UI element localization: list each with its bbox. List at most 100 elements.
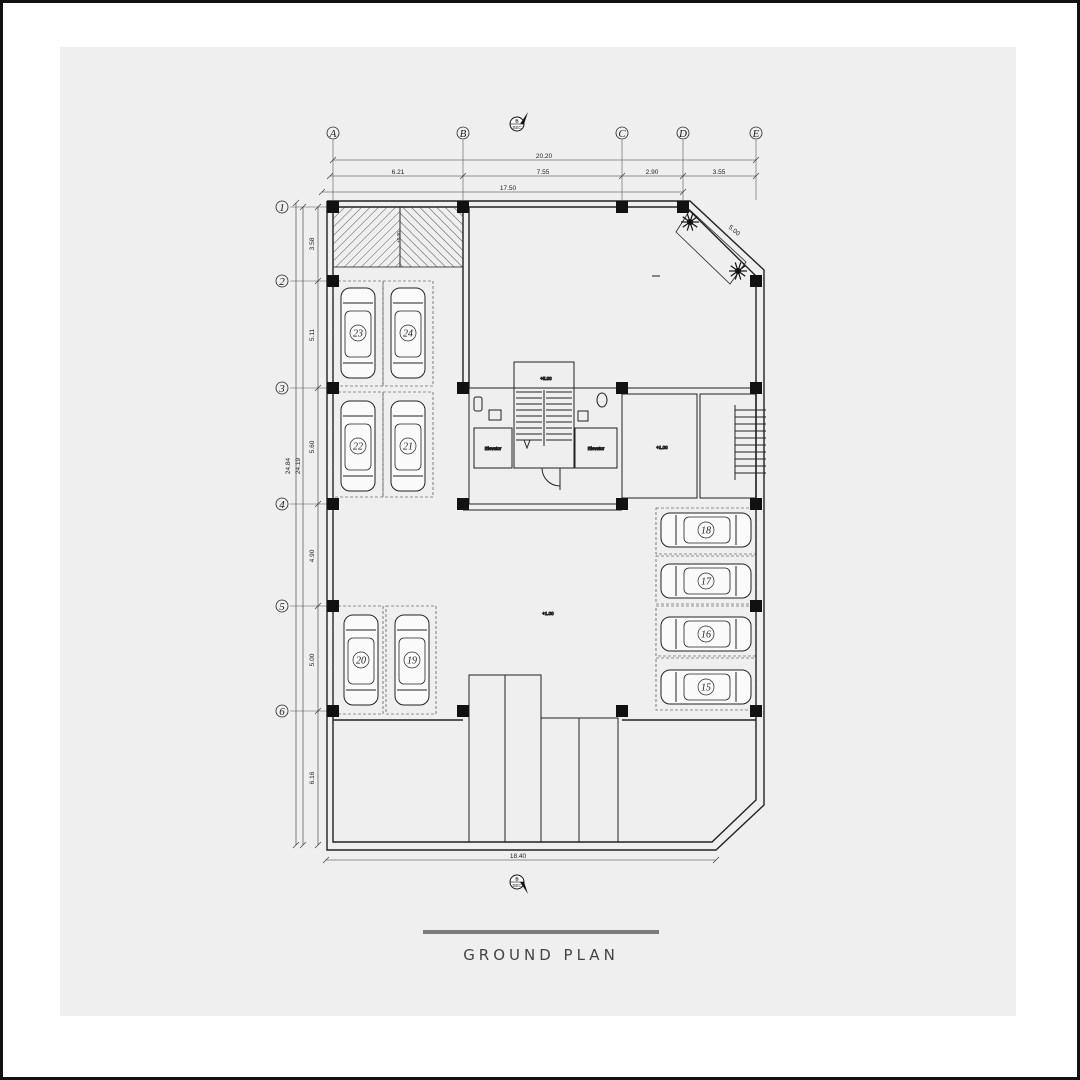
- dimension-tick: [618, 172, 626, 180]
- car-number-ring: [697, 572, 715, 590]
- parking-bay: [382, 391, 434, 498]
- sink-counter: [488, 409, 502, 421]
- level-tag: +1.00: [656, 445, 668, 450]
- dimension-tick: [314, 203, 322, 211]
- car-roof: [683, 673, 731, 701]
- toilet-icon: [577, 392, 608, 422]
- grid-bubble-row: [275, 599, 289, 613]
- hatch-block: [399, 206, 464, 268]
- level-tag: +1.00: [542, 611, 554, 616]
- parking-bay: [655, 507, 757, 555]
- structural-column: [750, 705, 762, 717]
- parking-number: 16: [701, 630, 711, 641]
- grid-bubble-col: [456, 126, 470, 140]
- plan-title: GROUND PLAN: [463, 946, 619, 964]
- dimension-left-segment: 5.60: [309, 440, 316, 453]
- car-icon: 22: [340, 400, 376, 492]
- dimension-angled: 5.00: [727, 224, 741, 238]
- parking-bay: [382, 280, 434, 387]
- car-number-ring: [697, 625, 715, 643]
- tree-center: [735, 268, 741, 274]
- structural-column: [750, 498, 762, 510]
- planter-box: [675, 209, 747, 285]
- parking-number: 23: [353, 329, 363, 340]
- car-roof: [394, 423, 422, 471]
- outer-wall: [326, 200, 765, 851]
- car-number-ring: [697, 521, 715, 539]
- structural-column: [616, 382, 628, 394]
- dimension-tick: [322, 856, 330, 864]
- parking-number: 22: [353, 442, 363, 453]
- grid-label-row: 5: [279, 601, 285, 613]
- dimension-tick: [679, 172, 687, 180]
- dimension-tick: [314, 500, 322, 508]
- dimension-lines: [292, 156, 760, 864]
- grid-bubble-row: [275, 381, 289, 395]
- structural-column: [327, 600, 339, 612]
- dimension-tick: [318, 188, 326, 196]
- sink-icon: [473, 396, 502, 421]
- grid-bubble-col: [676, 126, 690, 140]
- dimension-tick: [329, 156, 337, 164]
- car-roof: [683, 567, 731, 595]
- grid-bubble-row: [275, 497, 289, 511]
- elevator-label-right: Elevator: [588, 446, 605, 451]
- car-roof: [347, 637, 375, 685]
- dimension-tick: [752, 172, 760, 180]
- stair-well: [513, 361, 575, 469]
- grid-label-row: 1: [279, 202, 285, 214]
- marker-letter: B: [515, 119, 519, 124]
- toilet-basin: [577, 410, 589, 422]
- car-icon: 21: [390, 400, 426, 492]
- car-roof: [344, 310, 372, 358]
- grid-label-col: B: [460, 128, 467, 140]
- car-number-ring: [349, 437, 367, 455]
- grid-bubble-row: [275, 274, 289, 288]
- car-icon: 15: [660, 669, 752, 705]
- marker-arrow: [520, 882, 528, 894]
- car-roof: [394, 310, 422, 358]
- parking-number: 21: [403, 442, 413, 453]
- right-room: [621, 393, 698, 499]
- structural-column: [327, 498, 339, 510]
- parking-number: 19: [407, 656, 417, 667]
- marker-arrow: [520, 112, 528, 124]
- elevator-label-left: Elevator: [485, 446, 502, 451]
- grid-lines: [290, 140, 757, 712]
- grid-label-col: C: [618, 128, 626, 140]
- tree-icon: [681, 213, 699, 231]
- grid-label-row: 2: [279, 276, 285, 288]
- car-icon: 19: [394, 614, 430, 706]
- title-underline: [423, 930, 659, 934]
- car-icon: 20: [343, 614, 379, 706]
- dimension-left-segment: 3.58: [309, 237, 316, 250]
- grid-label-col: A: [329, 128, 337, 140]
- structural-column: [457, 705, 469, 717]
- car-icon: 16: [660, 616, 752, 652]
- dimension-tick: [292, 199, 300, 207]
- dimension-left-segment: 6.16: [309, 771, 316, 784]
- door-swing: [541, 467, 561, 487]
- car-icon: 17: [660, 563, 752, 599]
- structural-column: [327, 705, 339, 717]
- dimension-top-segment: 6.21: [392, 169, 405, 176]
- structural-column: [616, 498, 628, 510]
- car-roof: [398, 637, 426, 685]
- hatched-ramp-area: +5.00: [332, 206, 464, 268]
- structural-column: [677, 201, 689, 213]
- grid-bubble-col: [326, 126, 340, 140]
- dimension-top-inner: 17.50: [500, 185, 517, 192]
- dimension-tick: [314, 384, 322, 392]
- structural-column: [750, 600, 762, 612]
- dimension-left-segment: 5.11: [309, 329, 316, 342]
- car-number-ring: [399, 437, 417, 455]
- parking-number: 15: [701, 683, 711, 694]
- structural-column: [327, 275, 339, 287]
- dimension-top-segment: 2.90: [646, 169, 659, 176]
